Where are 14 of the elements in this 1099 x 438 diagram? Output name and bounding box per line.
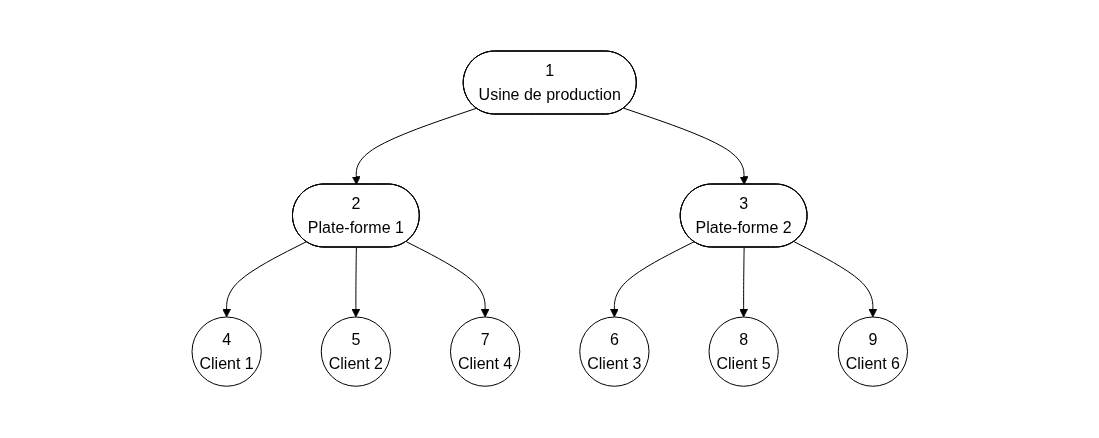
arrow <box>222 241 307 318</box>
arrow <box>793 241 878 318</box>
arrow <box>623 108 749 186</box>
arrow <box>405 241 490 318</box>
arrow <box>609 241 695 318</box>
arrow <box>739 247 748 318</box>
node-circle: 9 Client 6 <box>837 316 908 388</box>
node-circle: 8 Client 5 <box>708 316 779 388</box>
node-circle: 6 Client 3 <box>579 316 650 388</box>
node-circle: 7 Client 4 <box>449 316 520 388</box>
node-circle: 5 Client 2 <box>320 316 391 388</box>
arrow <box>351 247 361 318</box>
arrow <box>351 108 477 186</box>
node-circle: 4 Client 1 <box>191 316 262 388</box>
